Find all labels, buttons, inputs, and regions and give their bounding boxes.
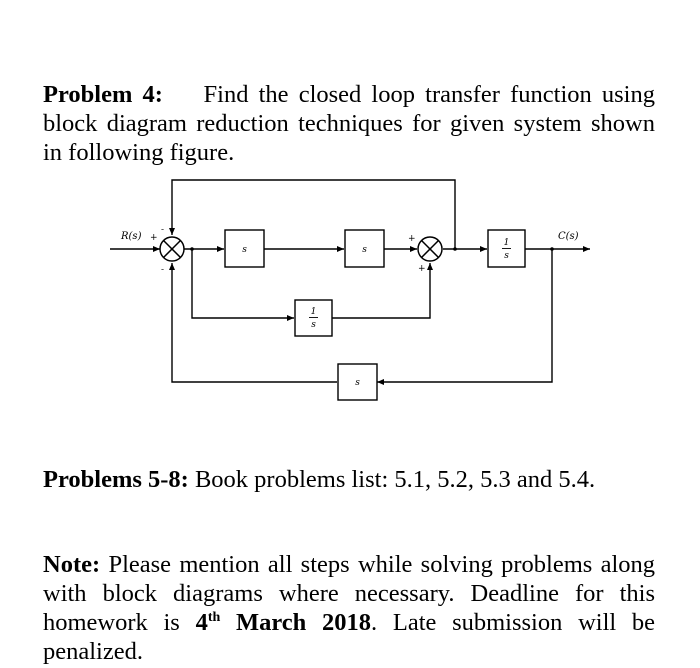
block5-label: s [355,378,360,388]
junction-dot [453,247,457,251]
note-heading: Note: [43,551,101,578]
sum1-bottom-sign: - [161,265,164,275]
problems-5-8-paragraph: Problems 5-8: Book problems list: 5.1, 5… [43,465,655,494]
summing-junction-1 [159,236,185,262]
block4-denominator: s [504,251,509,261]
block-5 [337,363,378,401]
problem4-heading: Problem 4: [43,81,163,108]
problem4-paragraph: Problem 4: Find the closed loop transfer… [43,80,655,167]
deadline-day: 4 [195,609,208,636]
summing-junction-2 [417,236,443,262]
block3-numerator: 1 [311,307,317,317]
junction-dot [550,247,554,251]
problems-5-8-heading: Problems 5-8: [43,466,189,493]
block-2 [344,229,385,268]
deadline-date: 4th March 2018 [196,609,371,636]
top-feedback-path [169,179,456,249]
note-paragraph: Note: Please mention all steps while sol… [43,550,655,666]
middle-branch-path [191,249,294,321]
block-1 [224,229,265,268]
problems-5-8-text: Book problems list: 5.1, 5.2, 5.3 and 5.… [194,466,596,493]
note-text: Please mention all steps while solving p… [43,551,655,636]
block3-denominator: s [311,320,316,330]
problem4-text: Find the closed loop transfer function u… [43,81,655,166]
deadline-month-year: March 2018 [235,609,372,636]
deadline-day-suffix: th [207,609,221,625]
block2-label: s [362,245,367,255]
block1-label: s [242,245,247,255]
block4-numerator: 1 [504,238,510,248]
block-3 [294,299,333,337]
sum1-plus-sign: + [150,233,158,243]
output-label: C(s) [558,231,579,242]
sum2-bottom-sign: + [418,264,426,274]
bottom-feedback-in [169,263,337,383]
junction-dot [190,247,194,251]
middle-branch-return [332,263,433,319]
note-text-end: . Late submission will be penalized. [43,609,656,665]
bottom-feedback-out [377,249,553,385]
sum2-left-sign: + [408,234,416,244]
input-label: R(s) [120,231,142,242]
sum1-top-sign: - [161,225,164,235]
